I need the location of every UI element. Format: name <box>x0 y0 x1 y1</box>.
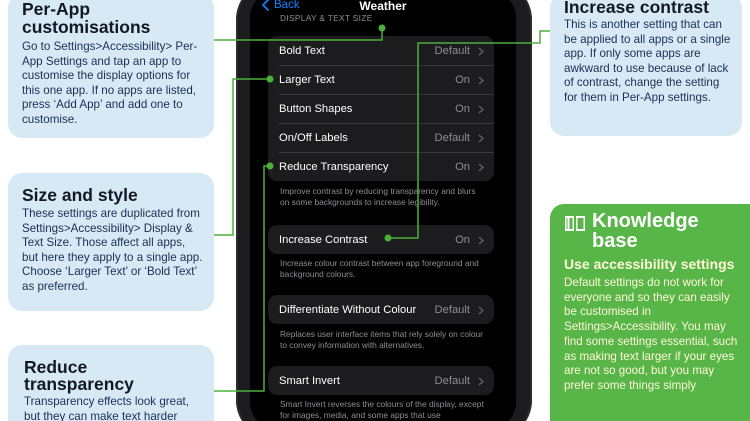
navigation-bar: Back Weather <box>250 0 516 22</box>
chevron-right-icon <box>478 76 484 85</box>
setting-row-button-shapes[interactable]: Button Shapes On <box>268 94 494 123</box>
chevron-right-icon <box>478 236 484 245</box>
callout-body: These settings are duplicated from Setti… <box>22 207 203 293</box>
callout-title: Per-App customisations <box>22 0 151 37</box>
setting-row-on-off-labels[interactable]: On/Off Labels Default <box>268 123 494 152</box>
chevron-right-icon <box>478 105 484 114</box>
chevron-left-icon <box>262 0 269 11</box>
setting-row-reduce-transparency[interactable]: Reduce Transparency On <box>268 152 494 181</box>
chevron-right-icon <box>478 377 484 386</box>
phone-screen: Back Weather DISPLAY & TEXT SIZE Bold Te… <box>250 0 516 421</box>
chevron-right-icon <box>478 163 484 172</box>
setting-label: Larger Text <box>279 73 335 86</box>
knowledge-subtitle: Use accessibility settings <box>564 256 735 272</box>
chevron-right-icon <box>478 306 484 315</box>
callout-increase-contrast: Increase contrast This is another settin… <box>550 0 742 136</box>
setting-label: Button Shapes <box>279 102 353 115</box>
contrast-group: Increase Contrast On <box>268 225 494 254</box>
setting-label: On/Off Labels <box>279 131 348 144</box>
group-footer: Smart Invert reverses the colours of the… <box>280 399 484 421</box>
chevron-right-icon <box>478 47 484 56</box>
setting-label: Smart Invert <box>279 374 340 387</box>
setting-value: Default <box>434 374 470 387</box>
setting-value: Default <box>434 131 470 144</box>
setting-row-larger-text[interactable]: Larger Text On <box>268 65 494 94</box>
smart-invert-group: Smart Invert Default <box>268 366 494 395</box>
callout-body: Go to Settings>Accessibility> Per-App Se… <box>22 40 198 126</box>
callout-title: Size and style <box>22 185 138 205</box>
setting-value: Default <box>434 303 470 316</box>
callout-body: This is another setting that can be appl… <box>564 18 731 104</box>
group-footer: Increase colour contrast between app for… <box>280 258 479 280</box>
open-book-icon <box>565 216 585 231</box>
knowledge-body: Default settings do not work for everyon… <box>564 276 738 392</box>
setting-label: Bold Text <box>279 44 325 57</box>
back-label: Back <box>274 0 300 11</box>
callout-size-style: Size and style These settings are duplic… <box>8 173 214 311</box>
setting-row-bold-text[interactable]: Bold Text Default <box>268 36 494 65</box>
callout-reduce-transparency: Reduce transparency Transparency effects… <box>8 345 214 421</box>
setting-row-increase-contrast[interactable]: Increase Contrast On <box>268 225 494 254</box>
setting-label: Increase Contrast <box>279 233 368 246</box>
callout-title: Increase contrast <box>564 0 709 17</box>
knowledge-title: Knowledge base <box>592 210 699 252</box>
callout-title: Reduce transparency <box>24 357 134 394</box>
group-footer: Improve contrast by reducing transparenc… <box>280 186 476 208</box>
group-footer: Replaces user interface items that rely … <box>280 329 483 351</box>
setting-value: On <box>455 73 470 86</box>
setting-value: On <box>455 102 470 115</box>
section-header: DISPLAY & TEXT SIZE <box>280 13 373 23</box>
setting-row-smart-invert[interactable]: Smart Invert Default <box>268 366 494 395</box>
knowledge-base-panel: Knowledge base Use accessibility setting… <box>550 204 750 421</box>
page-title: Weather <box>359 0 407 13</box>
chevron-right-icon <box>478 134 484 143</box>
setting-row-differentiate[interactable]: Differentiate Without Colour Default <box>268 295 494 324</box>
callout-body: Transparency effects look great, but the… <box>24 395 189 421</box>
setting-value: Default <box>434 44 470 57</box>
differentiate-group: Differentiate Without Colour Default <box>268 295 494 324</box>
setting-value: On <box>455 233 470 246</box>
setting-value: On <box>455 160 470 173</box>
setting-label: Differentiate Without Colour <box>279 303 417 316</box>
callout-per-app: Per-App customisations Go to Settings>Ac… <box>8 0 214 138</box>
display-settings-group: Bold Text Default Larger Text On Button … <box>268 36 494 181</box>
setting-label: Reduce Transparency <box>279 160 389 173</box>
back-button[interactable]: Back <box>262 0 300 11</box>
